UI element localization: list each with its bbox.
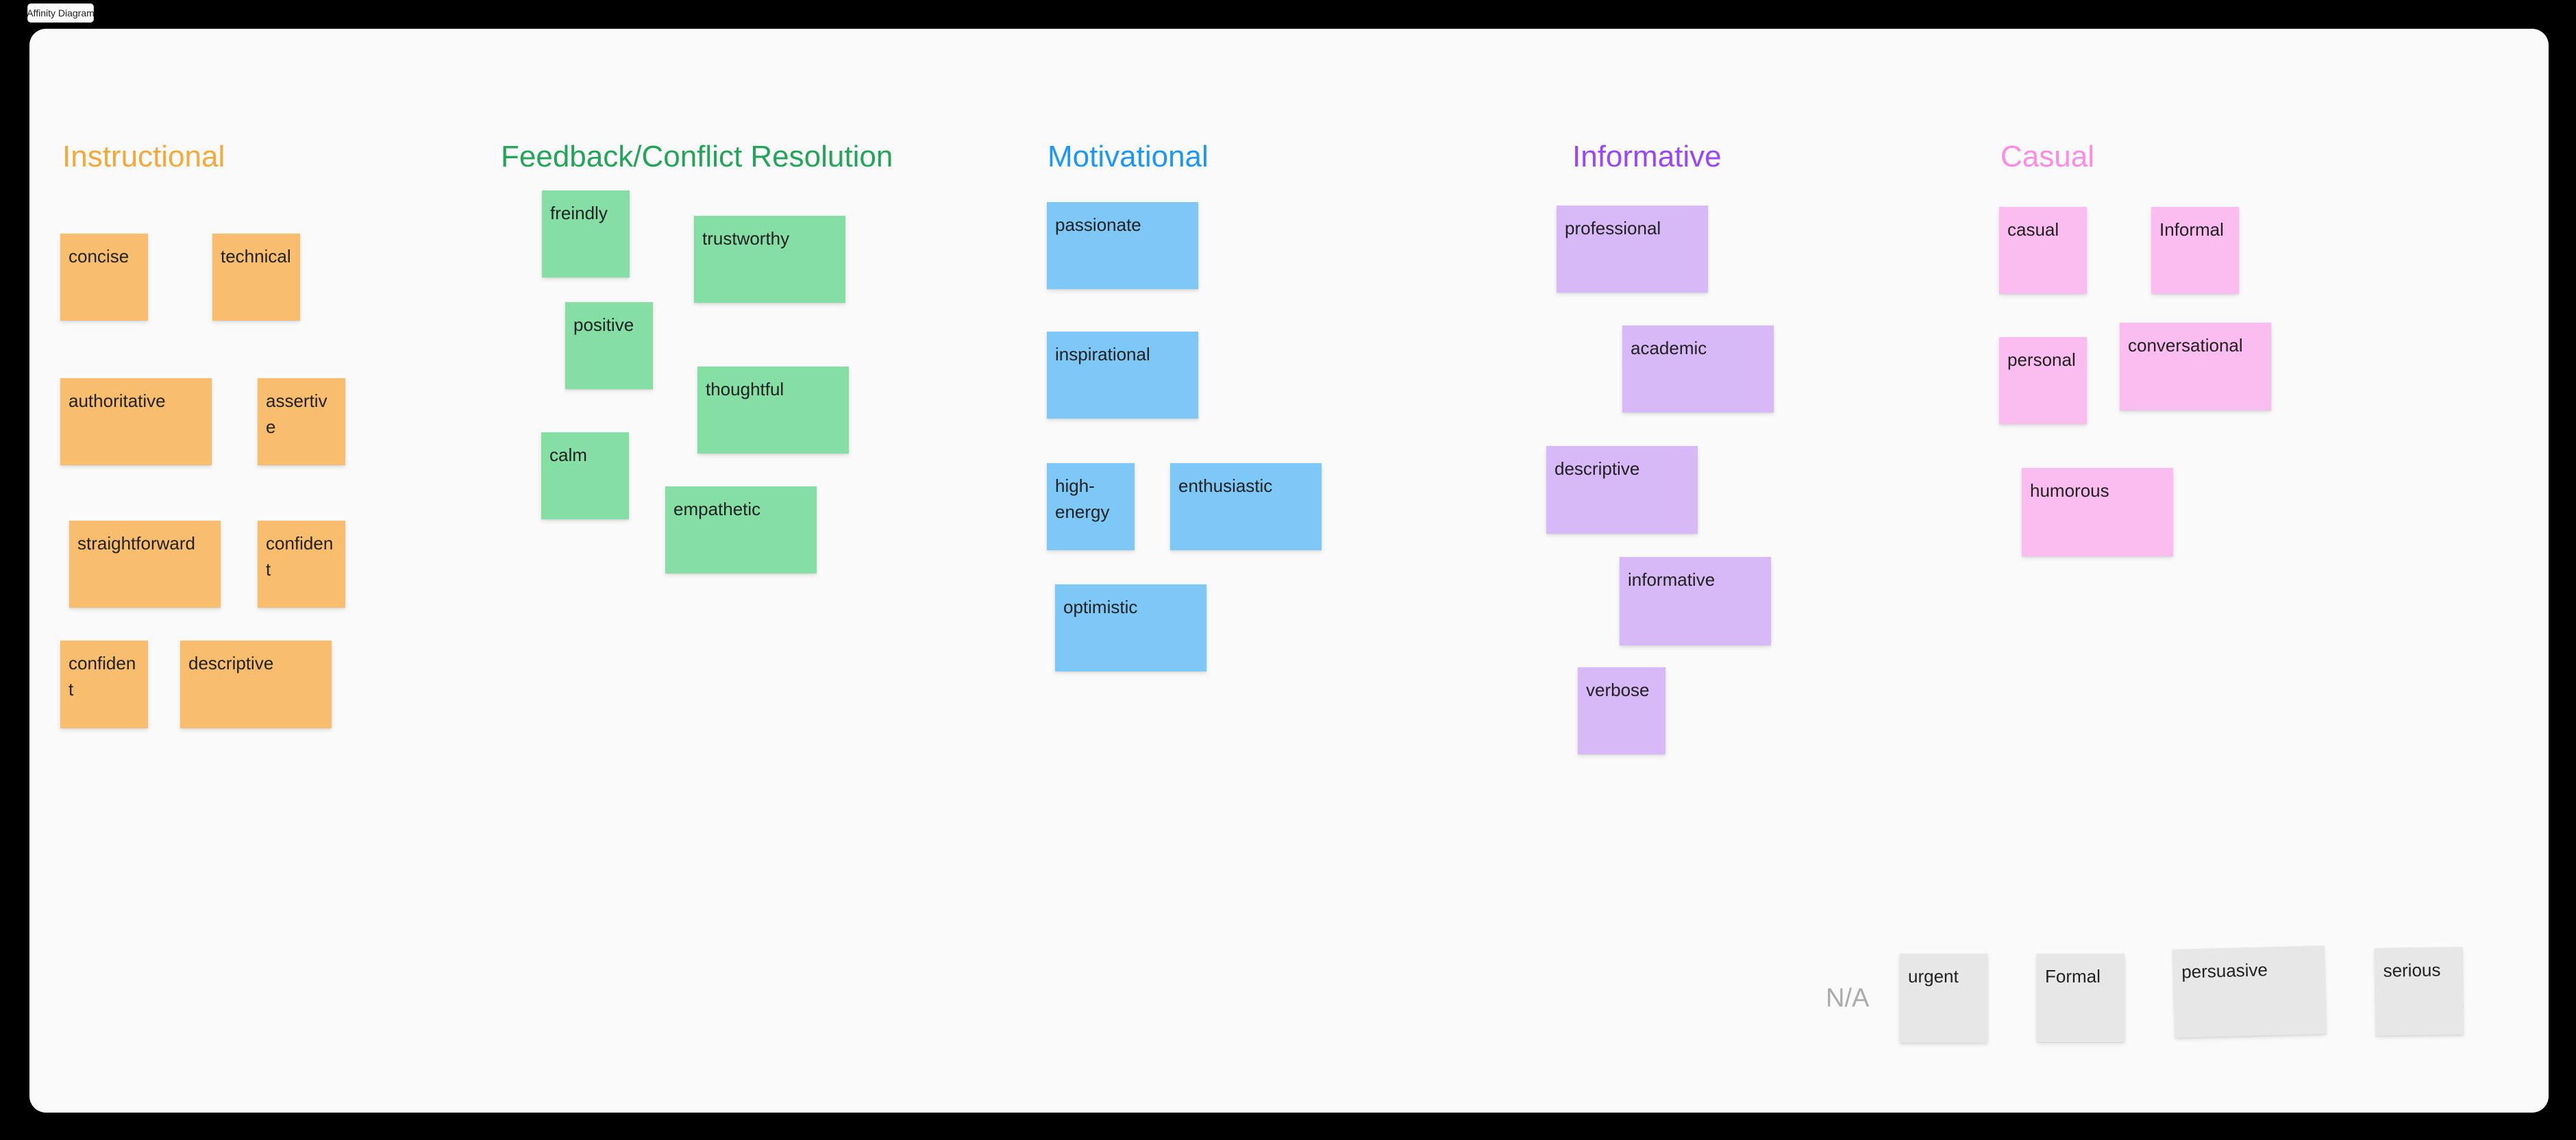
sticky-note[interactable]: verbose — [1578, 667, 1665, 754]
sticky-note[interactable]: persuasive — [2172, 945, 2327, 1038]
column-header-casual[interactable]: Casual — [2001, 140, 2094, 173]
sticky-note[interactable]: calm — [541, 432, 629, 519]
sticky-note[interactable]: trustworthy — [694, 216, 845, 303]
sticky-note[interactable]: positive — [565, 302, 653, 389]
sticky-note[interactable]: high-energy — [1047, 463, 1135, 550]
board-tab[interactable]: Affinity Diagram — [27, 3, 95, 23]
sticky-note[interactable]: informative — [1620, 557, 1771, 645]
sticky-note[interactable]: descriptive — [1546, 446, 1698, 534]
sticky-note[interactable]: authoritative — [60, 378, 212, 465]
sticky-note[interactable]: enthusiastic — [1170, 463, 1322, 550]
sticky-note[interactable]: optimistic — [1055, 584, 1206, 671]
sticky-note[interactable]: confident — [60, 641, 148, 728]
sticky-note[interactable]: freindly — [542, 190, 630, 277]
sticky-note[interactable]: conversational — [2120, 323, 2271, 410]
sticky-note[interactable]: serious — [2375, 947, 2464, 1036]
sticky-note[interactable]: concise — [60, 234, 148, 321]
column-header-na[interactable]: N/A — [1826, 984, 1870, 1013]
sticky-note[interactable]: empathetic — [665, 486, 817, 573]
sticky-note[interactable]: academic — [1622, 325, 1774, 412]
sticky-note[interactable]: assertive — [258, 378, 345, 465]
sticky-note[interactable]: technical — [212, 234, 300, 321]
column-header-informative[interactable]: Informative — [1572, 140, 1722, 173]
column-header-motivational[interactable]: Motivational — [1048, 140, 1209, 173]
column-header-feedback-conflict-resolution[interactable]: Feedback/Conflict Resolution — [501, 140, 893, 173]
sticky-note[interactable]: thoughtful — [697, 367, 849, 454]
sticky-note[interactable]: descriptive — [180, 641, 332, 728]
sticky-note[interactable]: Informal — [2151, 207, 2239, 294]
sticky-note[interactable]: Formal — [2037, 954, 2125, 1042]
sticky-note[interactable]: passionate — [1047, 202, 1198, 289]
column-header-instructional[interactable]: Instructional — [62, 140, 225, 173]
sticky-note[interactable]: confident — [258, 521, 345, 608]
sticky-note[interactable]: casual — [1999, 207, 2087, 294]
sticky-note[interactable]: urgent — [1900, 954, 1987, 1043]
sticky-note[interactable]: personal — [1999, 337, 2087, 424]
sticky-note[interactable]: inspirational — [1047, 332, 1198, 419]
sticky-note[interactable]: professional — [1557, 206, 1708, 293]
sticky-note[interactable]: straightforward — [69, 521, 221, 608]
sticky-note[interactable]: humorous — [2022, 468, 2173, 556]
